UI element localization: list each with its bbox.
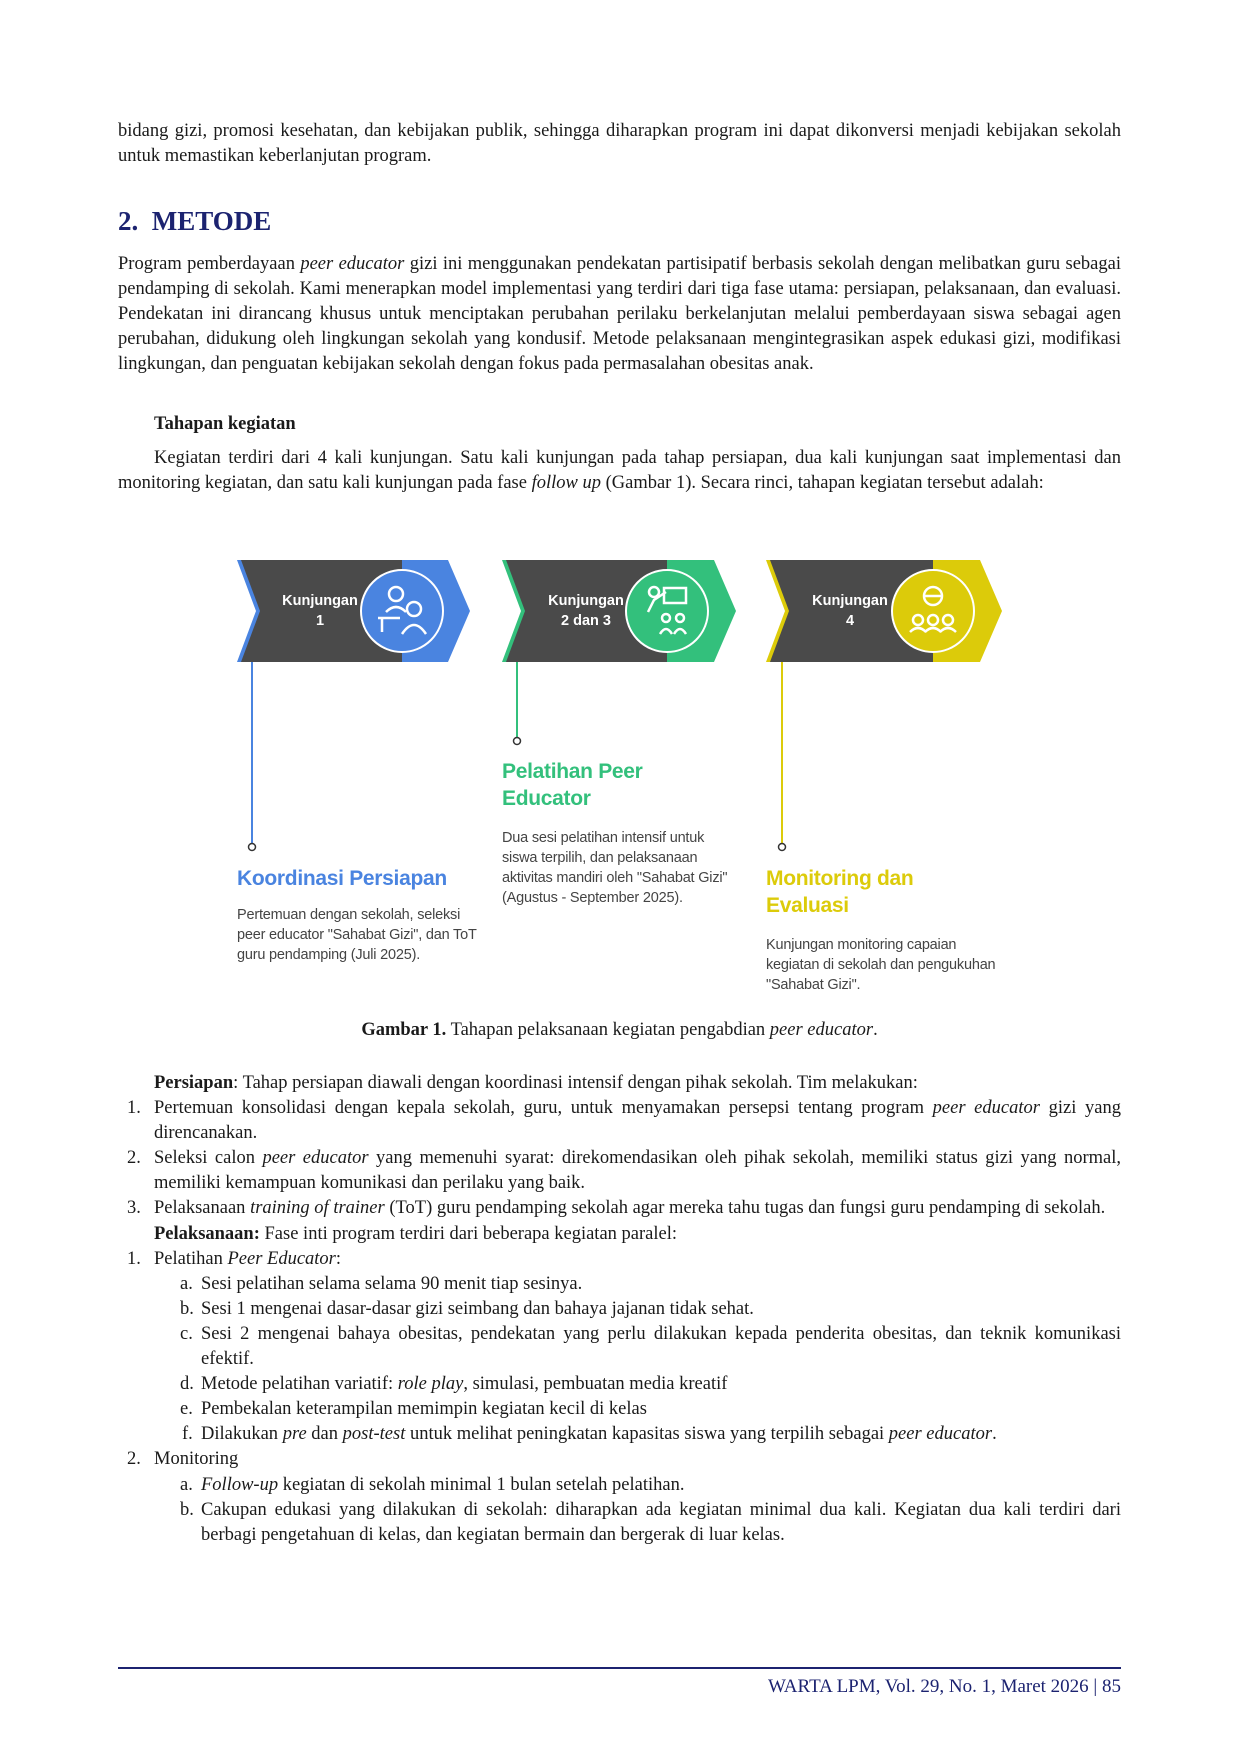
chevron-stage-2	[502, 560, 736, 746]
footer-rule	[118, 1667, 1121, 1669]
persiapan-list: 1.Pertemuan konsolidasi dengan kepala se…	[118, 1096, 1121, 1221]
method-paragraph: Program pemberdayaan peer educator gizi …	[118, 254, 1121, 374]
group-icon	[909, 585, 957, 633]
meeting-icon	[378, 585, 428, 635]
list-item: 3.Pelaksanaan training of trainer (ToT) …	[127, 1198, 1106, 1219]
figure-caption: Gambar 1. Tahapan pelaksanaan kegiatan p…	[361, 1020, 878, 1040]
body-flow: Persiapan: Tahap persiapan diawali denga…	[118, 1071, 1121, 1548]
sub-list-item: a.Sesi pelatihan selama selama 90 menit …	[180, 1273, 583, 1294]
sub-list-item: a.Follow-up kegiatan di sekolah minimal …	[180, 1474, 685, 1495]
stage-3-description: Kunjungan monitoring capaian kegiatan di…	[766, 937, 996, 993]
section-heading: 2. METODE	[118, 206, 272, 236]
sub-list-item: d.Metode pelatihan variatif: role play, …	[180, 1374, 728, 1395]
list-item: 2.Seleksi calon peer educator yang memen…	[127, 1148, 1121, 1194]
stage-1-title: Koordinasi Persiapan	[237, 867, 447, 890]
stage-3-title: Monitoring dan Evaluasi	[766, 867, 914, 917]
sub-list-item: e.Pembekalan keterampilan memimpin kegia…	[180, 1399, 647, 1420]
stages-paragraph: Kegiatan terdiri dari 4 kali kunjungan. …	[118, 448, 1121, 493]
presentation-icon	[646, 585, 688, 635]
sub-list-item: f.Dilakukan pre dan post-test untuk meli…	[182, 1424, 997, 1445]
pelaksanaan-list: 1.Pelatihan Peer Educator: a.Sesi pelati…	[118, 1247, 1121, 1548]
sub-list-item: c.Sesi 2 mengenai bahaya obesitas, pende…	[180, 1323, 1121, 1370]
intro-paragraph: bidang gizi, promosi kesehatan, dan kebi…	[118, 121, 1121, 166]
stage-2-description: Dua sesi pelatihan intensif untuk siswa …	[502, 830, 728, 906]
sub-list-item: b.Cakupan edukasi yang dilakukan di seko…	[180, 1499, 1121, 1545]
list-item: 1.Pelatihan Peer Educator: a.Sesi pelati…	[118, 1247, 1121, 1448]
sub-list-item: b.Sesi 1 mengenai dasar-dasar gizi seimb…	[180, 1298, 754, 1319]
stage-1-description: Pertemuan dengan sekolah, seleksi peer e…	[237, 907, 477, 963]
pelaksanaan-paragraph: Pelaksanaan: Fase inti program terdiri d…	[154, 1223, 677, 1244]
stage-2-title: Pelatihan Peer Educator	[502, 760, 643, 810]
subheading: Tahapan kegiatan	[154, 414, 296, 434]
persiapan-paragraph: Persiapan: Tahap persiapan diawali denga…	[154, 1073, 918, 1093]
list-item: 1.Pertemuan konsolidasi dengan kepala se…	[127, 1098, 1121, 1144]
page-footer: WARTA LPM, Vol. 29, No. 1, Maret 2026 | …	[767, 1676, 1121, 1697]
list-item: 2.Monitoring a.Follow-up kegiatan di sek…	[118, 1447, 1121, 1547]
